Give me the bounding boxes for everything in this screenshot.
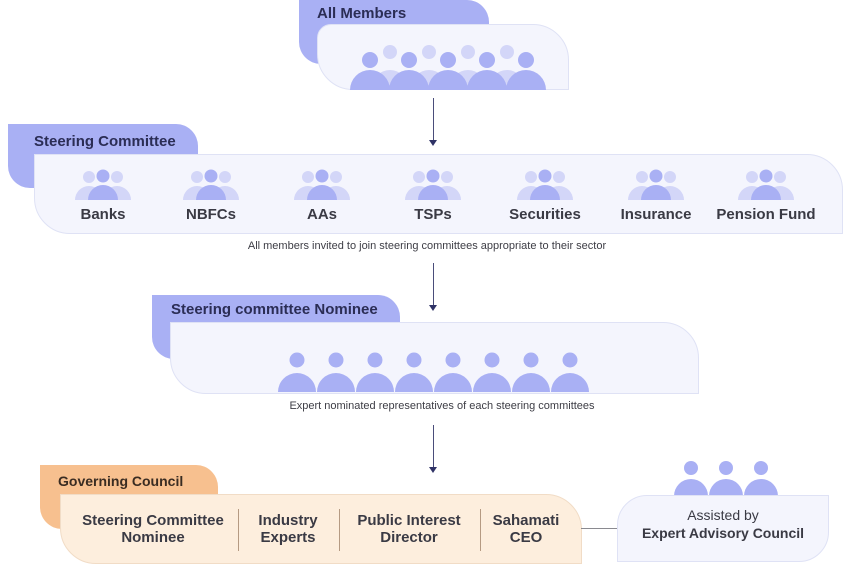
sector-nbfcs: NBFCs	[161, 168, 261, 223]
group-icon	[183, 169, 239, 200]
flow-arrow-head	[429, 140, 437, 146]
flow-arrow-line	[433, 263, 434, 305]
gc-member-public-interest-director: Public Interest Director	[357, 512, 461, 546]
connector-line	[581, 528, 618, 529]
governing-council-card	[60, 494, 582, 564]
sector-pension-fund: Pension Fund	[716, 168, 816, 223]
group-icon	[75, 169, 131, 200]
sector-label: Pension Fund	[716, 206, 816, 223]
expert-advisory-line1: Assisted by	[687, 507, 759, 523]
sector-label: TSPs	[414, 206, 452, 223]
gc-member-sahamati-ceo: Sahamati CEO	[492, 512, 560, 546]
expert-advisory-people-icon	[674, 461, 778, 496]
group-icon	[294, 169, 350, 200]
nominee-people-icon	[278, 352, 589, 392]
person-icon	[356, 352, 394, 392]
sector-securities: Securities	[495, 168, 595, 223]
divider	[480, 509, 481, 551]
person-icon	[512, 352, 550, 392]
expert-advisory-line2: Expert Advisory Council	[641, 525, 805, 541]
sector-banks: Banks	[53, 168, 153, 223]
person-icon	[434, 352, 472, 392]
group-icon	[517, 169, 573, 200]
person-icon	[278, 352, 316, 392]
group-icon	[405, 169, 461, 200]
sector-label: AAs	[306, 206, 337, 223]
sector-aas: AAs	[272, 168, 372, 223]
person-icon	[551, 352, 589, 392]
sector-label: Banks	[80, 206, 126, 223]
nominee-caption: Expert nominated representatives of each…	[289, 400, 595, 412]
steering-committee-title: Steering Committee	[34, 133, 176, 150]
person-icon	[317, 352, 355, 392]
sector-label: NBFCs	[185, 206, 236, 223]
person-icon	[473, 352, 511, 392]
flow-arrow-head	[429, 305, 437, 311]
steering-committee-caption: All members invited to join steering com…	[247, 240, 607, 252]
expert-advisory-card	[617, 495, 829, 562]
gc-member-industry-experts: Industry Experts	[258, 512, 318, 546]
group-of-members-icon	[350, 45, 546, 90]
gc-member-steering-committee-nominee: Steering Committee Nominee	[82, 512, 224, 546]
flow-arrow-line	[433, 425, 434, 467]
group-icon	[628, 169, 684, 200]
governing-council-title: Governing Council	[58, 473, 184, 489]
all-members-title: All Members	[317, 5, 407, 22]
sector-tsps: TSPs	[383, 168, 483, 223]
divider	[339, 509, 340, 551]
person-icon	[395, 352, 433, 392]
flow-arrow-head	[429, 467, 437, 473]
group-icon	[738, 169, 794, 200]
sector-label: Securities	[509, 206, 581, 223]
nominee-title: Steering committee Nominee	[171, 301, 378, 318]
nominee-card	[170, 322, 699, 394]
sector-insurance: Insurance	[606, 168, 706, 223]
divider	[238, 509, 239, 551]
sector-label: Insurance	[620, 206, 692, 223]
flow-arrow-line	[433, 98, 434, 140]
